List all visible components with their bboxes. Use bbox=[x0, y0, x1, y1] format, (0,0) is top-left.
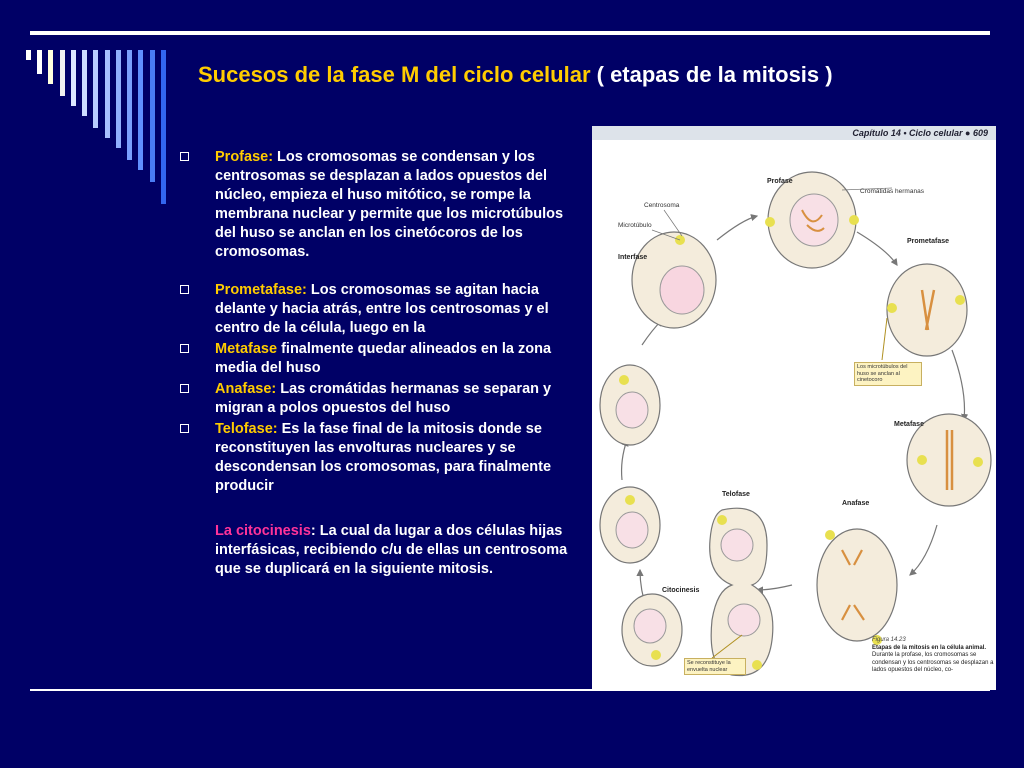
item-label: Profase: bbox=[215, 149, 274, 165]
square-bullet-icon bbox=[180, 285, 189, 294]
item-text: Es la fase final de la mitosis donde se … bbox=[215, 421, 552, 494]
item-text: Los cromosomas se condensan y los centro… bbox=[215, 149, 564, 260]
list-item-prometafase: Prometafase: Los cromosomas se agitan ha… bbox=[175, 281, 570, 338]
figure-header-text: Capítulo 14 • Ciclo celular ● 609 bbox=[852, 128, 988, 138]
item-label: Telofase: bbox=[215, 421, 278, 437]
callout-envuelta: Se reconstituye la envuelta nuclear bbox=[684, 658, 746, 675]
label-microtubulo: Microtúbulo bbox=[618, 222, 652, 229]
square-bullet-icon bbox=[180, 424, 189, 433]
caption-text: Durante la profase, los cromosomas se co… bbox=[872, 652, 994, 673]
bullet-list: Profase: Los cromosomas se condensan y l… bbox=[175, 148, 570, 579]
figure-header: Capítulo 14 • Ciclo celular ● 609 bbox=[592, 126, 996, 140]
label-profase: Profase bbox=[767, 178, 793, 185]
figure-caption: Figura 14.23 Etapas de la mitosis en la … bbox=[872, 637, 994, 675]
item-text: Las cromátidas hermanas se separan y mig… bbox=[215, 381, 552, 416]
label-interfase: Interfase bbox=[618, 254, 648, 261]
item-text: finalmente quedar alineados en la zona m… bbox=[215, 341, 552, 376]
mitosis-figure: Capítulo 14 • Ciclo celular ● 609 bbox=[592, 126, 996, 690]
item-text: Los cromosomas se agitan hacia delante y… bbox=[215, 282, 549, 336]
item-label: Metafase bbox=[215, 341, 278, 357]
label-citocinesis: Citocinesis bbox=[662, 587, 700, 594]
list-item-profase: Profase: Los cromosomas se condensan y l… bbox=[175, 148, 570, 262]
square-bullet-icon bbox=[180, 384, 189, 393]
caption-bold: Etapas de la mitosis en la célula animal… bbox=[872, 644, 987, 651]
top-divider-line bbox=[30, 31, 990, 35]
list-item-anafase: Anafase: Las cromátidas hermanas se sepa… bbox=[175, 380, 570, 418]
slide-title: Sucesos de la fase M del ciclo celular (… bbox=[198, 60, 918, 90]
citocinesis-paragraph: La citocinesis: La cual da lugar a dos c… bbox=[175, 522, 570, 579]
list-item-telofase: Telofase: Es la fase final de la mitosis… bbox=[175, 420, 570, 496]
item-label: Anafase: bbox=[215, 381, 277, 397]
list-item-metafase: Metafase finalmente quedar alineados en … bbox=[175, 340, 570, 378]
square-bullet-icon bbox=[180, 344, 189, 353]
citocinesis-label: La citocinesis bbox=[215, 523, 311, 539]
label-anafase: Anafase bbox=[842, 500, 870, 507]
label-metafase: Metafase bbox=[894, 421, 924, 428]
citocinesis-text: : La cual da lugar a dos células hijas i… bbox=[215, 523, 568, 577]
item-label: Prometafase: bbox=[215, 282, 307, 298]
caption-figure-number: Figura 14.23 bbox=[872, 637, 906, 643]
title-highlight: Sucesos de la fase M del ciclo celular bbox=[198, 62, 591, 87]
label-cromatidas: Cromátidas hermanas bbox=[860, 188, 924, 195]
label-centrosoma: Centrosoma bbox=[644, 202, 680, 209]
bottom-divider-line bbox=[30, 689, 990, 691]
label-prometafase: Prometafase bbox=[907, 238, 950, 245]
callout-microtubulos: Los microtúbulos del huso se anclan al c… bbox=[854, 362, 922, 386]
square-bullet-icon bbox=[180, 152, 189, 161]
label-telofase: Telofase bbox=[722, 491, 750, 498]
mitosis-cycle-illustration bbox=[599, 171, 992, 677]
title-rest: ( etapas de la mitosis ) bbox=[590, 62, 833, 87]
